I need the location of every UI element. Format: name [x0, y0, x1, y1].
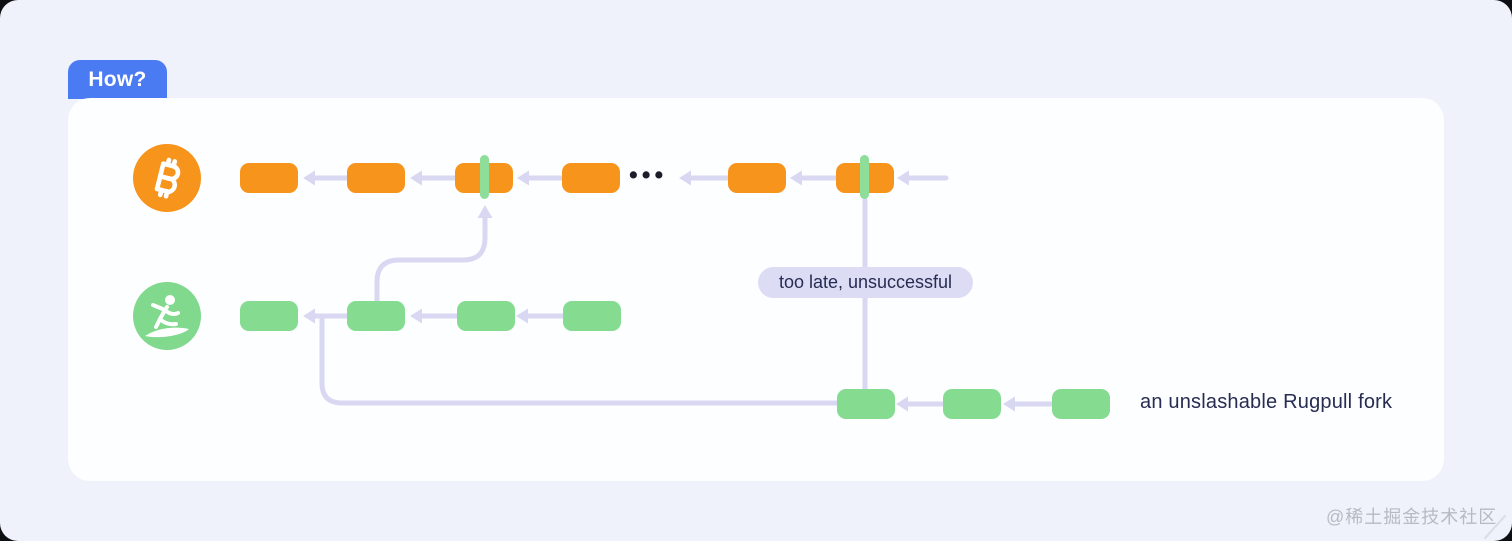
checkpoint-marker-1	[480, 155, 489, 199]
rugpull-block-3	[457, 301, 515, 331]
slipping-person-icon	[133, 282, 201, 350]
bitcoin-block-4	[562, 163, 620, 193]
rugpull-block-4	[563, 301, 621, 331]
slipping-person-glyph	[145, 295, 189, 338]
fork-caption: an unslashable Rugpull fork	[1140, 391, 1393, 413]
bitcoin-block-1	[240, 163, 298, 193]
bitcoin-block-2	[347, 163, 405, 193]
how-tab-label: How?	[88, 67, 147, 91]
too-late-pill: too late, unsuccessful	[758, 267, 973, 298]
fork-block-1	[837, 389, 895, 419]
bitcoin-b-glyph	[154, 157, 181, 199]
bitcoin-icon	[133, 144, 201, 212]
checkpoint-marker-2	[860, 155, 869, 199]
rugpull-block-1	[240, 301, 298, 331]
how-tab: How?	[68, 60, 167, 99]
watermark-text: @稀土掘金技术社区	[1326, 507, 1498, 527]
fork-block-3	[1052, 389, 1110, 419]
too-late-label: too late, unsuccessful	[778, 272, 953, 292]
rugpull-block-2	[347, 301, 405, 331]
fork-block-2	[943, 389, 1001, 419]
chain-ellipsis: •••	[629, 161, 668, 189]
diagram-card	[68, 98, 1444, 481]
bitcoin-block-5	[728, 163, 786, 193]
